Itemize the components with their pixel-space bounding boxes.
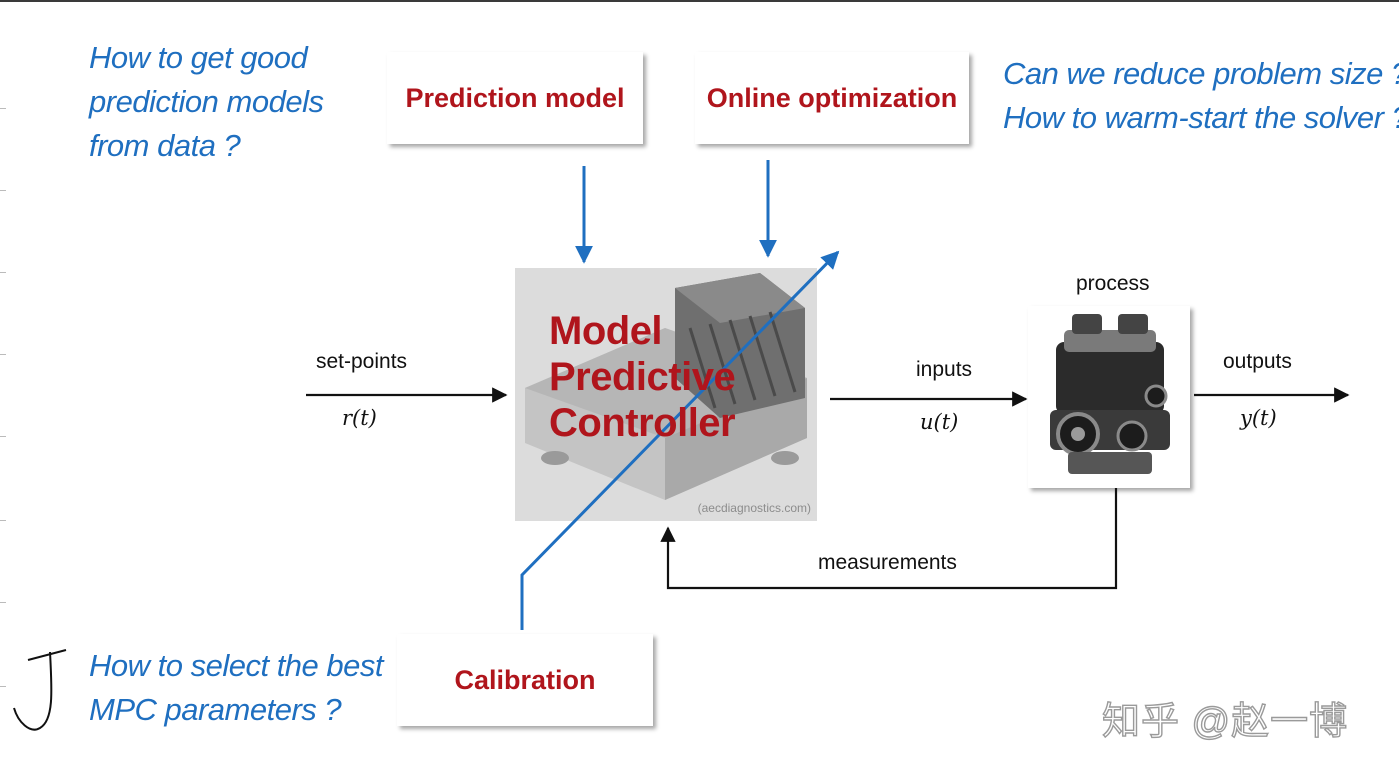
question-prediction-models: How to get good prediction models from d… (89, 36, 324, 168)
setpoints-symbol: r(t) (342, 406, 377, 430)
image-credit: (aecdiagnostics.com) (697, 501, 811, 515)
mpc-controller-block: Model Predictive Controller (aecdiagnost… (515, 268, 817, 521)
mpc-title-line: Model (549, 309, 663, 353)
online-optimization-box: Online optimization (695, 52, 969, 144)
ecu-module-icon (525, 273, 807, 500)
question-line: MPC parameters ? (89, 692, 342, 727)
mpc-title: Model Predictive Controller (549, 308, 736, 446)
question-problem-size: Can we reduce problem size ? How to warm… (1003, 52, 1399, 140)
mpc-title-line: Predictive (549, 355, 736, 399)
prediction-model-box: Prediction model (387, 52, 643, 144)
watermark: 知乎 @赵一博 (1101, 700, 1349, 743)
question-line: How to select the best (89, 648, 384, 683)
top-border-line (0, 0, 1399, 2)
question-line: How to get good (89, 40, 308, 75)
measurements-feedback-arrow (660, 488, 1118, 590)
inputs-symbol: u(t) (920, 410, 959, 434)
mpc-title-line: Controller (549, 401, 736, 445)
question-line: How to warm-start the solver ? (1003, 100, 1399, 135)
calibration-box: Calibration (397, 634, 653, 726)
question-line: prediction models (89, 84, 324, 119)
process-label: process (1076, 272, 1150, 295)
question-mpc-parameters: How to select the best MPC parameters ? (89, 644, 384, 732)
process-block (1028, 306, 1190, 488)
inputs-label: inputs (916, 358, 973, 381)
outputs-label: outputs (1223, 350, 1292, 373)
outputs-symbol: y(t) (1240, 406, 1277, 430)
engine-icon (1050, 314, 1170, 474)
setpoints-label: set-points (316, 350, 408, 373)
measurements-label: measurements (818, 551, 957, 574)
handwritten-mark (13, 649, 67, 731)
calibration-arrow (520, 250, 840, 630)
question-line: from data ? (89, 128, 241, 163)
question-line: Can we reduce problem size ? (1003, 56, 1399, 91)
